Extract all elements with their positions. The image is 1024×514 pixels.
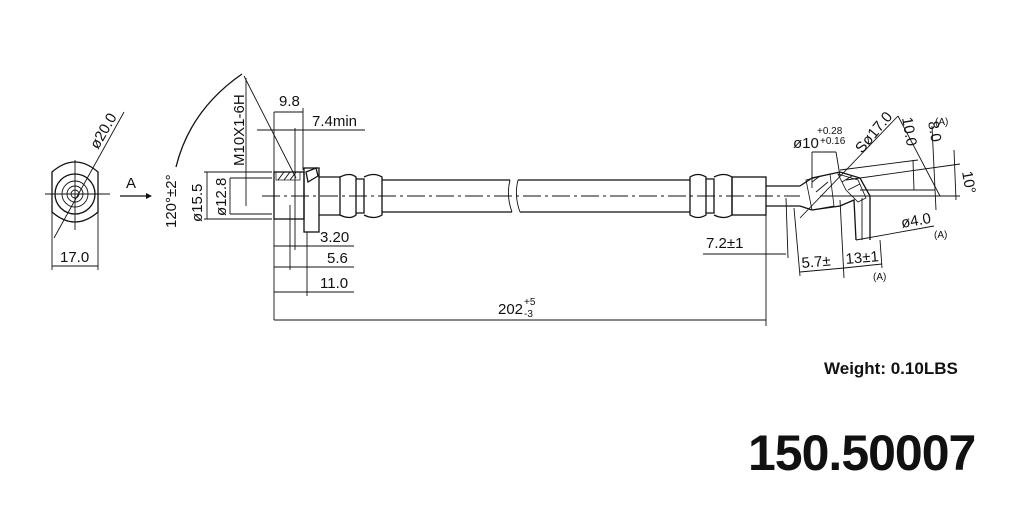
dim-5-7: 5.7±	[801, 253, 831, 272]
dim-11-0: 11.0	[320, 275, 348, 292]
bore-tol-plus: +0.28	[817, 126, 843, 137]
weight-label: Weight: 0.10LBS	[824, 359, 958, 378]
end-view: ø20.0 17.0 A	[45, 110, 152, 270]
dim-13: 13±1	[845, 248, 880, 268]
dim-3-20: 3.20	[320, 229, 349, 246]
ref-a-bottom: (A)	[873, 272, 886, 283]
end-view-diameter: ø20.0	[87, 110, 121, 152]
dim-7-2: 7.2±1	[706, 235, 743, 252]
inner-diameter: ø12.8	[213, 178, 230, 216]
part-number: 150.50007	[748, 425, 976, 481]
outer-diameter: ø15.5	[189, 184, 206, 222]
left-fitting: 120°±2° M10X1-6H ø15.5 ø12.8 9.8 7.4min …	[163, 73, 365, 320]
bore-tol-minus: +0.16	[820, 136, 846, 147]
ref-a-hole: (A)	[934, 230, 947, 241]
hole-diameter: ø4.0	[900, 210, 933, 232]
dim-10-0: 10.0	[898, 116, 920, 148]
angle-10-deg: 10°	[958, 170, 979, 195]
ref-a-top: (A)	[935, 117, 948, 128]
sphere-diameter: Sø17.0	[852, 109, 896, 157]
thread-spec: M10X1-6H	[231, 94, 248, 166]
overall-length: 202 +5 -3	[274, 215, 767, 326]
dim-8-0: 8.0	[924, 120, 944, 143]
length-tol-plus: +5	[524, 297, 536, 308]
dim-9-8: 9.8	[279, 93, 300, 110]
length-tol-minus: -3	[524, 309, 533, 320]
dim-5-6: 5.6	[327, 250, 348, 267]
view-label-a: A	[126, 175, 136, 192]
dim-7-4-min: 7.4min	[312, 113, 357, 130]
end-view-width: 17.0	[60, 249, 89, 266]
right-fitting: Sø17.0 ø10 +0.28 +0.16 10.0 8.0 (A) 10° …	[703, 109, 979, 283]
bore-diameter: ø10	[793, 135, 819, 152]
hose	[262, 173, 800, 219]
length-nominal: 202	[498, 301, 523, 318]
cone-angle: 120°±2°	[163, 174, 180, 228]
